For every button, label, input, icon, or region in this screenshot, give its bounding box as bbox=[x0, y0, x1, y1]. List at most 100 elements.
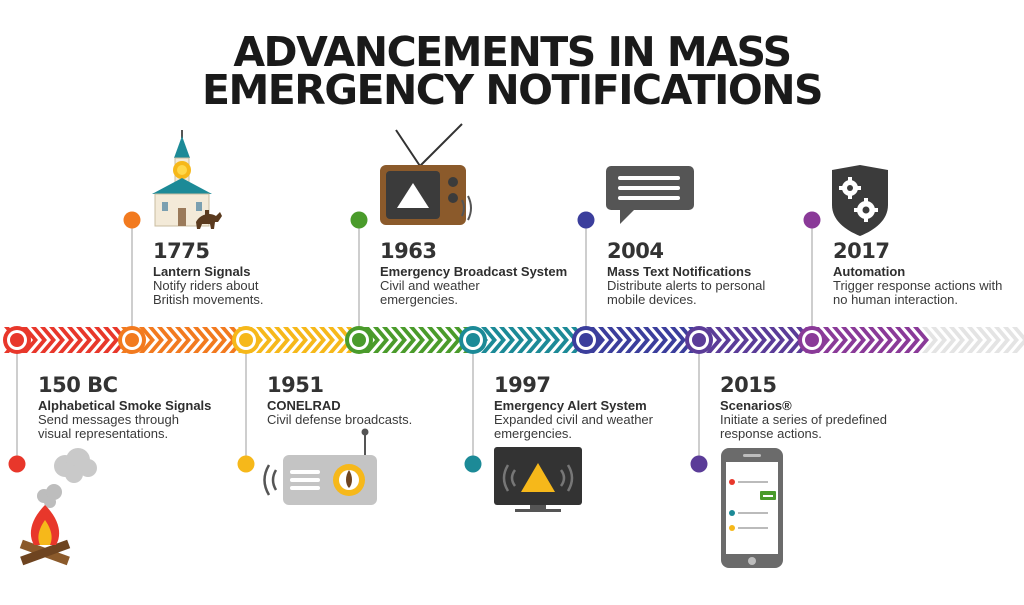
timeline-chevron bbox=[1012, 327, 1024, 353]
tv-icon bbox=[380, 123, 472, 225]
timeline-chevron bbox=[490, 327, 506, 353]
timeline-chevron bbox=[544, 327, 560, 353]
timeline-chevron bbox=[301, 327, 317, 353]
timeline-chevron bbox=[535, 327, 551, 353]
timeline-chevron bbox=[634, 327, 650, 353]
timeline-chevron bbox=[895, 327, 911, 353]
timeline-chevron bbox=[769, 327, 785, 353]
radio-icon bbox=[263, 428, 377, 505]
event-150bc: 150 BC Alphabetical Smoke Signals Send m… bbox=[38, 373, 268, 441]
timeline-chevron bbox=[85, 327, 101, 353]
event-desc-line-1: Civil and weather bbox=[380, 278, 480, 293]
timeline-chevron bbox=[607, 327, 623, 353]
message-icon bbox=[606, 166, 694, 224]
timeline-chevron bbox=[481, 327, 497, 353]
timeline-chevron bbox=[184, 327, 200, 353]
marker-1997 bbox=[459, 326, 487, 354]
smartphone-icon bbox=[721, 448, 783, 568]
timeline-chevron bbox=[328, 327, 344, 353]
marker-1963 bbox=[345, 326, 373, 354]
event-desc-line-2: response actions. bbox=[720, 426, 822, 441]
gears-shield-icon bbox=[832, 165, 888, 236]
timeline-chevron bbox=[67, 327, 83, 353]
dot-1775 bbox=[123, 211, 141, 229]
timeline-chevron bbox=[517, 327, 533, 353]
timeline-chevron bbox=[319, 327, 335, 353]
timeline-chevron bbox=[724, 327, 740, 353]
timeline-chevron bbox=[409, 327, 425, 353]
timeline-chevron bbox=[661, 327, 677, 353]
timeline-arrow-band bbox=[4, 327, 1024, 353]
timeline-chevron bbox=[202, 327, 218, 353]
event-year: 1997 bbox=[494, 373, 551, 397]
timeline-chevron bbox=[400, 327, 416, 353]
timeline-chevron bbox=[1003, 327, 1019, 353]
timeline-chevron bbox=[94, 327, 110, 353]
timeline-chevron bbox=[733, 327, 749, 353]
event-2004: 2004 Mass Text Notifications Distribute … bbox=[607, 239, 837, 307]
timeline-chevron bbox=[994, 327, 1010, 353]
timeline-chevron bbox=[913, 327, 929, 353]
timeline-chevron bbox=[364, 327, 380, 353]
event-desc-line-2: visual representations. bbox=[38, 426, 169, 441]
title-line-2: EMERGENCY NOTIFICATIONS bbox=[201, 66, 824, 114]
dot-1963 bbox=[350, 211, 368, 229]
timeline-chevron bbox=[949, 327, 965, 353]
timeline-chevron bbox=[508, 327, 524, 353]
timeline-chevron bbox=[706, 327, 722, 353]
timeline-chevron bbox=[742, 327, 758, 353]
event-1997: 1997 Emergency Alert System Expanded civ… bbox=[494, 373, 724, 441]
timeline-chevron bbox=[841, 327, 857, 353]
monitor-icon bbox=[494, 447, 582, 512]
timeline-chevron bbox=[976, 327, 992, 353]
event-desc-line-2: emergencies. bbox=[380, 292, 459, 307]
timeline-chevron bbox=[436, 327, 452, 353]
timeline-chevron bbox=[103, 327, 119, 353]
timeline-chevron bbox=[265, 327, 281, 353]
event-desc-line-2: no human interaction. bbox=[833, 292, 959, 307]
marker-1951 bbox=[232, 326, 260, 354]
marker-2015 bbox=[685, 326, 713, 354]
event-desc-line-2: mobile devices. bbox=[607, 292, 697, 307]
event-year: 2015 bbox=[720, 373, 777, 397]
event-desc-line-1: Trigger response actions with bbox=[833, 278, 1003, 293]
timeline-chevron bbox=[850, 327, 866, 353]
timeline-chevron bbox=[22, 327, 38, 353]
timeline-chevron bbox=[859, 327, 875, 353]
event-name: Lantern Signals bbox=[153, 264, 251, 279]
timeline-chevron bbox=[175, 327, 191, 353]
timeline-chevron bbox=[940, 327, 956, 353]
timeline-chevron bbox=[274, 327, 290, 353]
event-desc-line-2: British movements. bbox=[153, 292, 264, 307]
timeline-chevron bbox=[31, 327, 47, 353]
event-name: Alphabetical Smoke Signals bbox=[38, 398, 212, 413]
event-name: Mass Text Notifications bbox=[607, 264, 752, 279]
event-1951: 1951 CONELRAD Civil defense broadcasts. bbox=[267, 373, 497, 427]
dot-2015 bbox=[690, 455, 708, 473]
event-year: 1963 bbox=[380, 239, 437, 263]
timeline-chevron bbox=[256, 327, 272, 353]
dot-1997 bbox=[464, 455, 482, 473]
dot-2017 bbox=[803, 211, 821, 229]
timeline-chevron bbox=[868, 327, 884, 353]
timeline-chevron bbox=[598, 327, 614, 353]
timeline-chevron bbox=[166, 327, 182, 353]
church-icon bbox=[152, 130, 222, 229]
event-name: Scenarios® bbox=[720, 398, 792, 413]
event-1963: 1963 Emergency Broadcast System Civil an… bbox=[380, 239, 610, 307]
dot-1951 bbox=[237, 455, 255, 473]
timeline-chevron bbox=[292, 327, 308, 353]
timeline-markers bbox=[3, 326, 826, 354]
event-desc-line-1: Civil defense broadcasts. bbox=[267, 412, 413, 427]
timeline-chevron bbox=[373, 327, 389, 353]
event-year: 150 BC bbox=[38, 373, 118, 397]
timeline-chevron bbox=[157, 327, 173, 353]
event-desc-line-1: Initiate a series of predefined bbox=[720, 412, 887, 427]
event-desc-line-1: Send messages through bbox=[38, 412, 179, 427]
campfire-icon bbox=[19, 448, 97, 566]
marker-150bc bbox=[3, 326, 31, 354]
timeline-chevron bbox=[652, 327, 668, 353]
timeline-chevron bbox=[625, 327, 641, 353]
timeline-chevron bbox=[211, 327, 227, 353]
